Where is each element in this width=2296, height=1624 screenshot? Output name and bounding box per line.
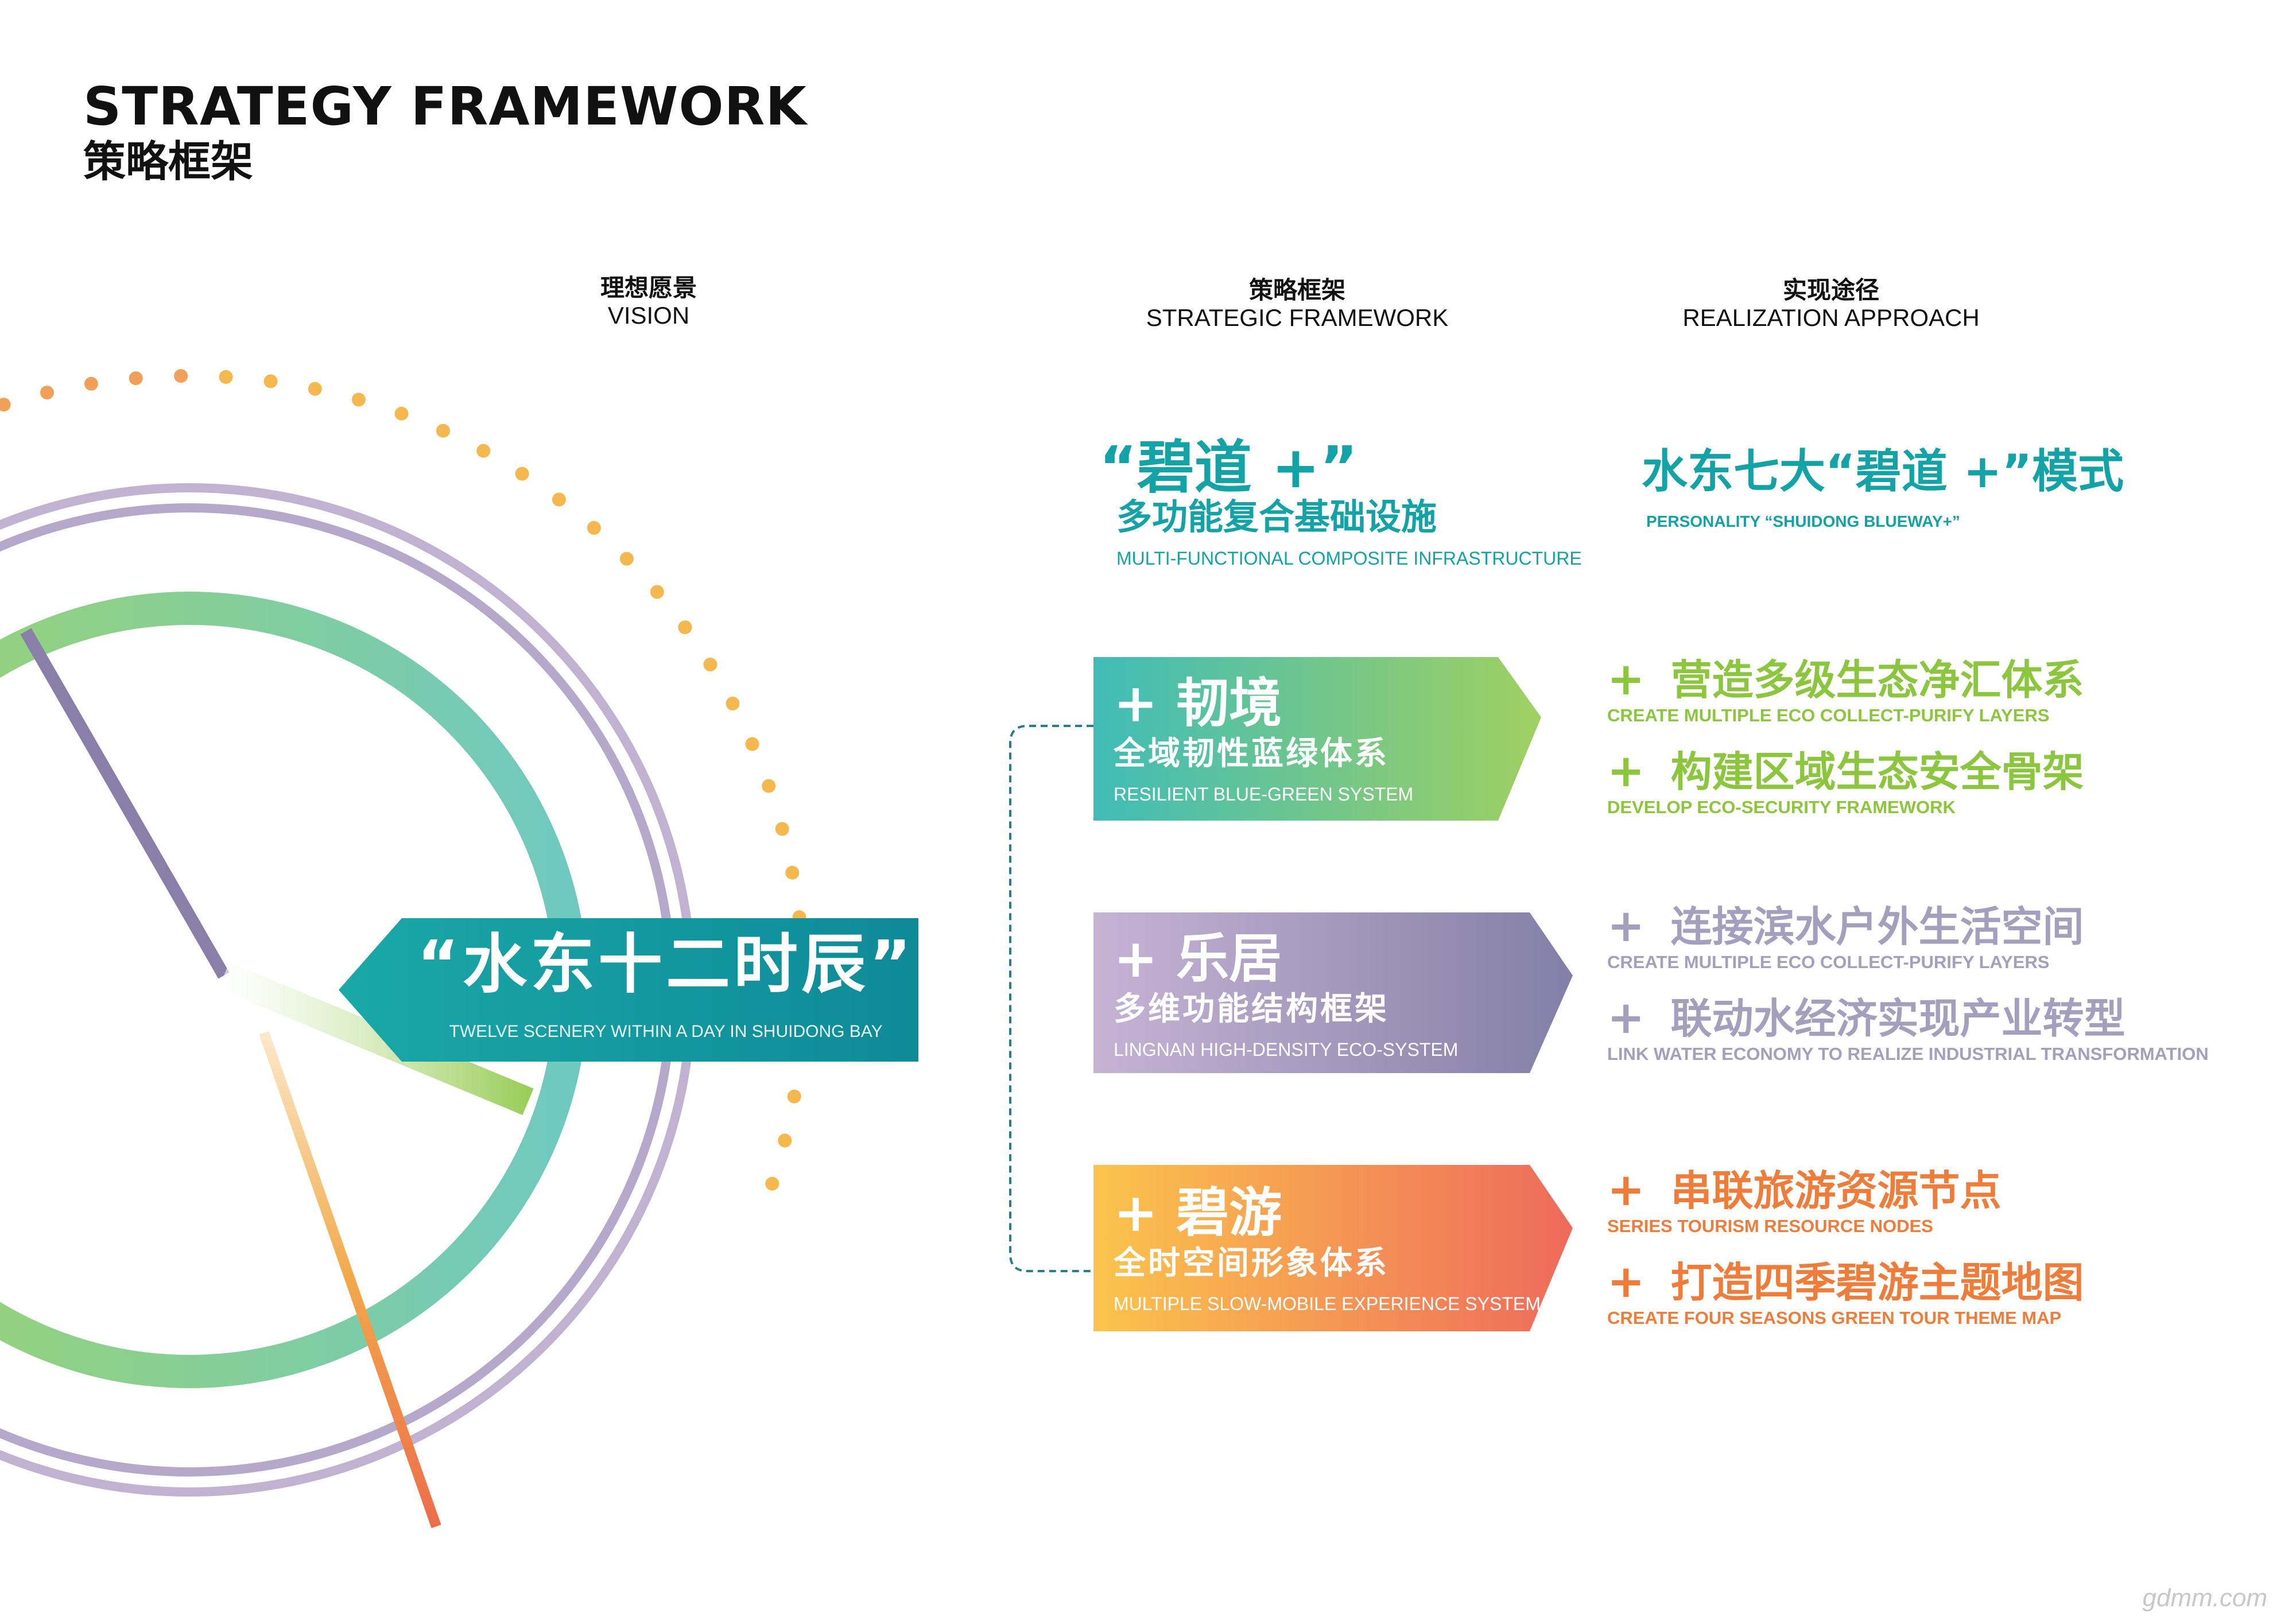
ring-dot <box>394 406 409 421</box>
ring-dot <box>174 369 188 383</box>
ring-dot <box>762 779 776 793</box>
strategy-block-tour <box>1093 1165 1573 1331</box>
strategy-title: + 韧境 <box>1114 673 1282 734</box>
approach-en: SERIES TOURISM RESOURCE NODES <box>1607 1216 1933 1236</box>
strategy-tour: + 碧游 全时空间形象体系 MULTIPLE SLOW-MOBILE EXPER… <box>1114 1187 1541 1315</box>
strategy-subtitle: 全域韧性蓝绿体系 <box>1114 735 1389 772</box>
strategy-en: MULTIPLE SLOW-MOBILE EXPERIENCE SYSTEM <box>1114 1293 1541 1314</box>
approach-item: + 连接滨水户外生活空间 CREATE MULTIPLE ECO COLLECT… <box>1607 904 2084 973</box>
ring-dot <box>308 382 322 396</box>
ring-dot <box>351 393 366 407</box>
ring-dot <box>787 1089 801 1104</box>
approach-item: + 打造四季碧游主题地图 CREATE FOUR SEASONS GREEN T… <box>1607 1260 2084 1328</box>
vision-banner <box>339 918 918 1062</box>
ring-dot <box>619 551 634 566</box>
strategy-title: + 碧游 <box>1114 1182 1282 1244</box>
approach-cn: 联动水经济实现产业转型 <box>1670 994 2126 1043</box>
plus-icon: + <box>1607 745 1645 797</box>
ring-dot <box>778 1133 792 1148</box>
ring-dot <box>587 520 601 535</box>
ring-dot <box>775 822 789 836</box>
page-title-cn: 策略框架 <box>83 137 253 187</box>
plus-icon: + <box>1607 992 1645 1044</box>
vision-subtitle: TWELVE SCENERY WITHIN A DAY IN SHUIDONG … <box>449 1022 883 1041</box>
approach-item: + 串联旅游资源节点 SERIES TOURISM RESOURCE NODES <box>1607 1168 2001 1237</box>
column-header-framework-en: STRATEGIC FRAMEWORK <box>1146 304 1449 332</box>
vision-title: “水东十二时辰” <box>417 927 915 1002</box>
ring-dot <box>785 865 800 880</box>
vision-text: “水东十二时辰” TWELVE SCENERY WITHIN A DAY IN … <box>413 933 918 1042</box>
ring-dot <box>745 737 759 751</box>
ring-dot <box>703 658 718 671</box>
bracket-connector <box>1009 725 1093 1272</box>
approach-cn: 串联旅游资源节点 <box>1670 1167 2002 1215</box>
column-header-approach-en: REALIZATION APPROACH <box>1682 304 1980 332</box>
plus-icon: + <box>1607 900 1645 952</box>
ring-dot <box>40 386 54 400</box>
blueway-title: “碧道 +” <box>1099 434 1358 501</box>
ring-dot <box>476 444 491 458</box>
ring-dot <box>436 424 450 438</box>
approach-item: + 构建区域生态安全骨架 DEVELOP ECO-SECURITY FRAMEW… <box>1607 749 2084 818</box>
column-header-vision-cn: 理想愿景 <box>600 274 697 302</box>
column-header-framework-cn: 策略框架 <box>1248 276 1345 304</box>
approach-cn: 打造四季碧游主题地图 <box>1670 1258 2084 1307</box>
approach-item: + 联动水经济实现产业转型 LINK WATER ECONOMY TO REAL… <box>1607 996 2209 1064</box>
ring-dot <box>678 620 692 635</box>
blueway-en: MULTI-FUNCTIONAL COMPOSITE INFRASTRUCTUR… <box>1116 548 1582 569</box>
strategy-living: + 乐居 多维功能结构框架 LINGNAN HIGH-DENSITY ECO-S… <box>1114 933 1458 1060</box>
watermark: gdmm.com <box>2142 1584 2267 1612</box>
ring-dot <box>263 374 278 388</box>
strategy-block-living <box>1093 912 1573 1073</box>
ring-dot <box>515 467 529 481</box>
column-header-approach-cn: 实现途径 <box>1782 276 1879 304</box>
ring-dot <box>219 370 233 384</box>
ring-dot <box>0 398 11 412</box>
second-hand <box>259 1031 441 1528</box>
approach-en: LINK WATER ECONOMY TO REALIZE INDUSTRIAL… <box>1607 1044 2209 1064</box>
approach-cn: 营造多级生态净汇体系 <box>1670 656 2084 704</box>
approach-item: + 营造多级生态净汇体系 CREATE MULTIPLE ECO COLLECT… <box>1607 657 2084 726</box>
strategy-en: LINGNAN HIGH-DENSITY ECO-SYSTEM <box>1114 1039 1459 1060</box>
approach-header-en: PERSONALITY “SHUIDONG BLUEWAY+” <box>1646 512 1960 530</box>
approach-cn: 构建区域生态安全骨架 <box>1670 748 2084 796</box>
minute-hand <box>218 962 534 1116</box>
approach-header-title: 水东七大“碧道 +”模式 <box>1642 445 2124 498</box>
hour-hand <box>20 628 230 979</box>
ring-dot <box>765 1176 779 1191</box>
approach-en: DEVELOP ECO-SECURITY FRAMEWORK <box>1607 797 1956 817</box>
ring-dot <box>129 371 143 386</box>
strategy-resilient: + 韧境 全域韧性蓝绿体系 RESILIENT BLUE-GREEN SYSTE… <box>1114 677 1413 805</box>
strategy-subtitle: 全时空间形象体系 <box>1114 1245 1389 1282</box>
ring-dot <box>552 492 566 507</box>
plus-icon: + <box>1607 654 1645 705</box>
approach-en: CREATE MULTIPLE ECO COLLECT-PURIFY LAYER… <box>1607 705 2050 725</box>
column-header-vision-en: VISION <box>607 302 690 329</box>
strategy-block-resilient <box>1093 657 1541 821</box>
column-header-approach: 实现途径 REALIZATION APPROACH <box>1601 276 2061 332</box>
ring-dot <box>84 376 98 391</box>
plus-icon: + <box>1607 1256 1645 1308</box>
strategy-title: + 乐居 <box>1114 928 1282 989</box>
approach-en: CREATE MULTIPLE ECO COLLECT-PURIFY LAYER… <box>1607 952 2050 972</box>
ring-dot <box>726 697 740 710</box>
blueway-subtitle: 多功能复合基础设施 <box>1116 496 1437 538</box>
strategy-subtitle: 多维功能结构框架 <box>1114 990 1389 1028</box>
approach-en: CREATE FOUR SEASONS GREEN TOUR THEME MAP <box>1607 1308 2062 1328</box>
approach-cn: 连接滨水户外生活空间 <box>1670 903 2084 951</box>
plus-icon: + <box>1607 1164 1645 1216</box>
page-title: STRATEGY FRAMEWORK <box>83 76 807 137</box>
strategy-en: RESILIENT BLUE-GREEN SYSTEM <box>1114 784 1414 805</box>
column-header-framework: 策略框架 STRATEGIC FRAMEWORK <box>1068 276 1527 332</box>
column-header-vision: 理想愿景 VISION <box>534 274 763 330</box>
ring-dot <box>650 585 664 599</box>
